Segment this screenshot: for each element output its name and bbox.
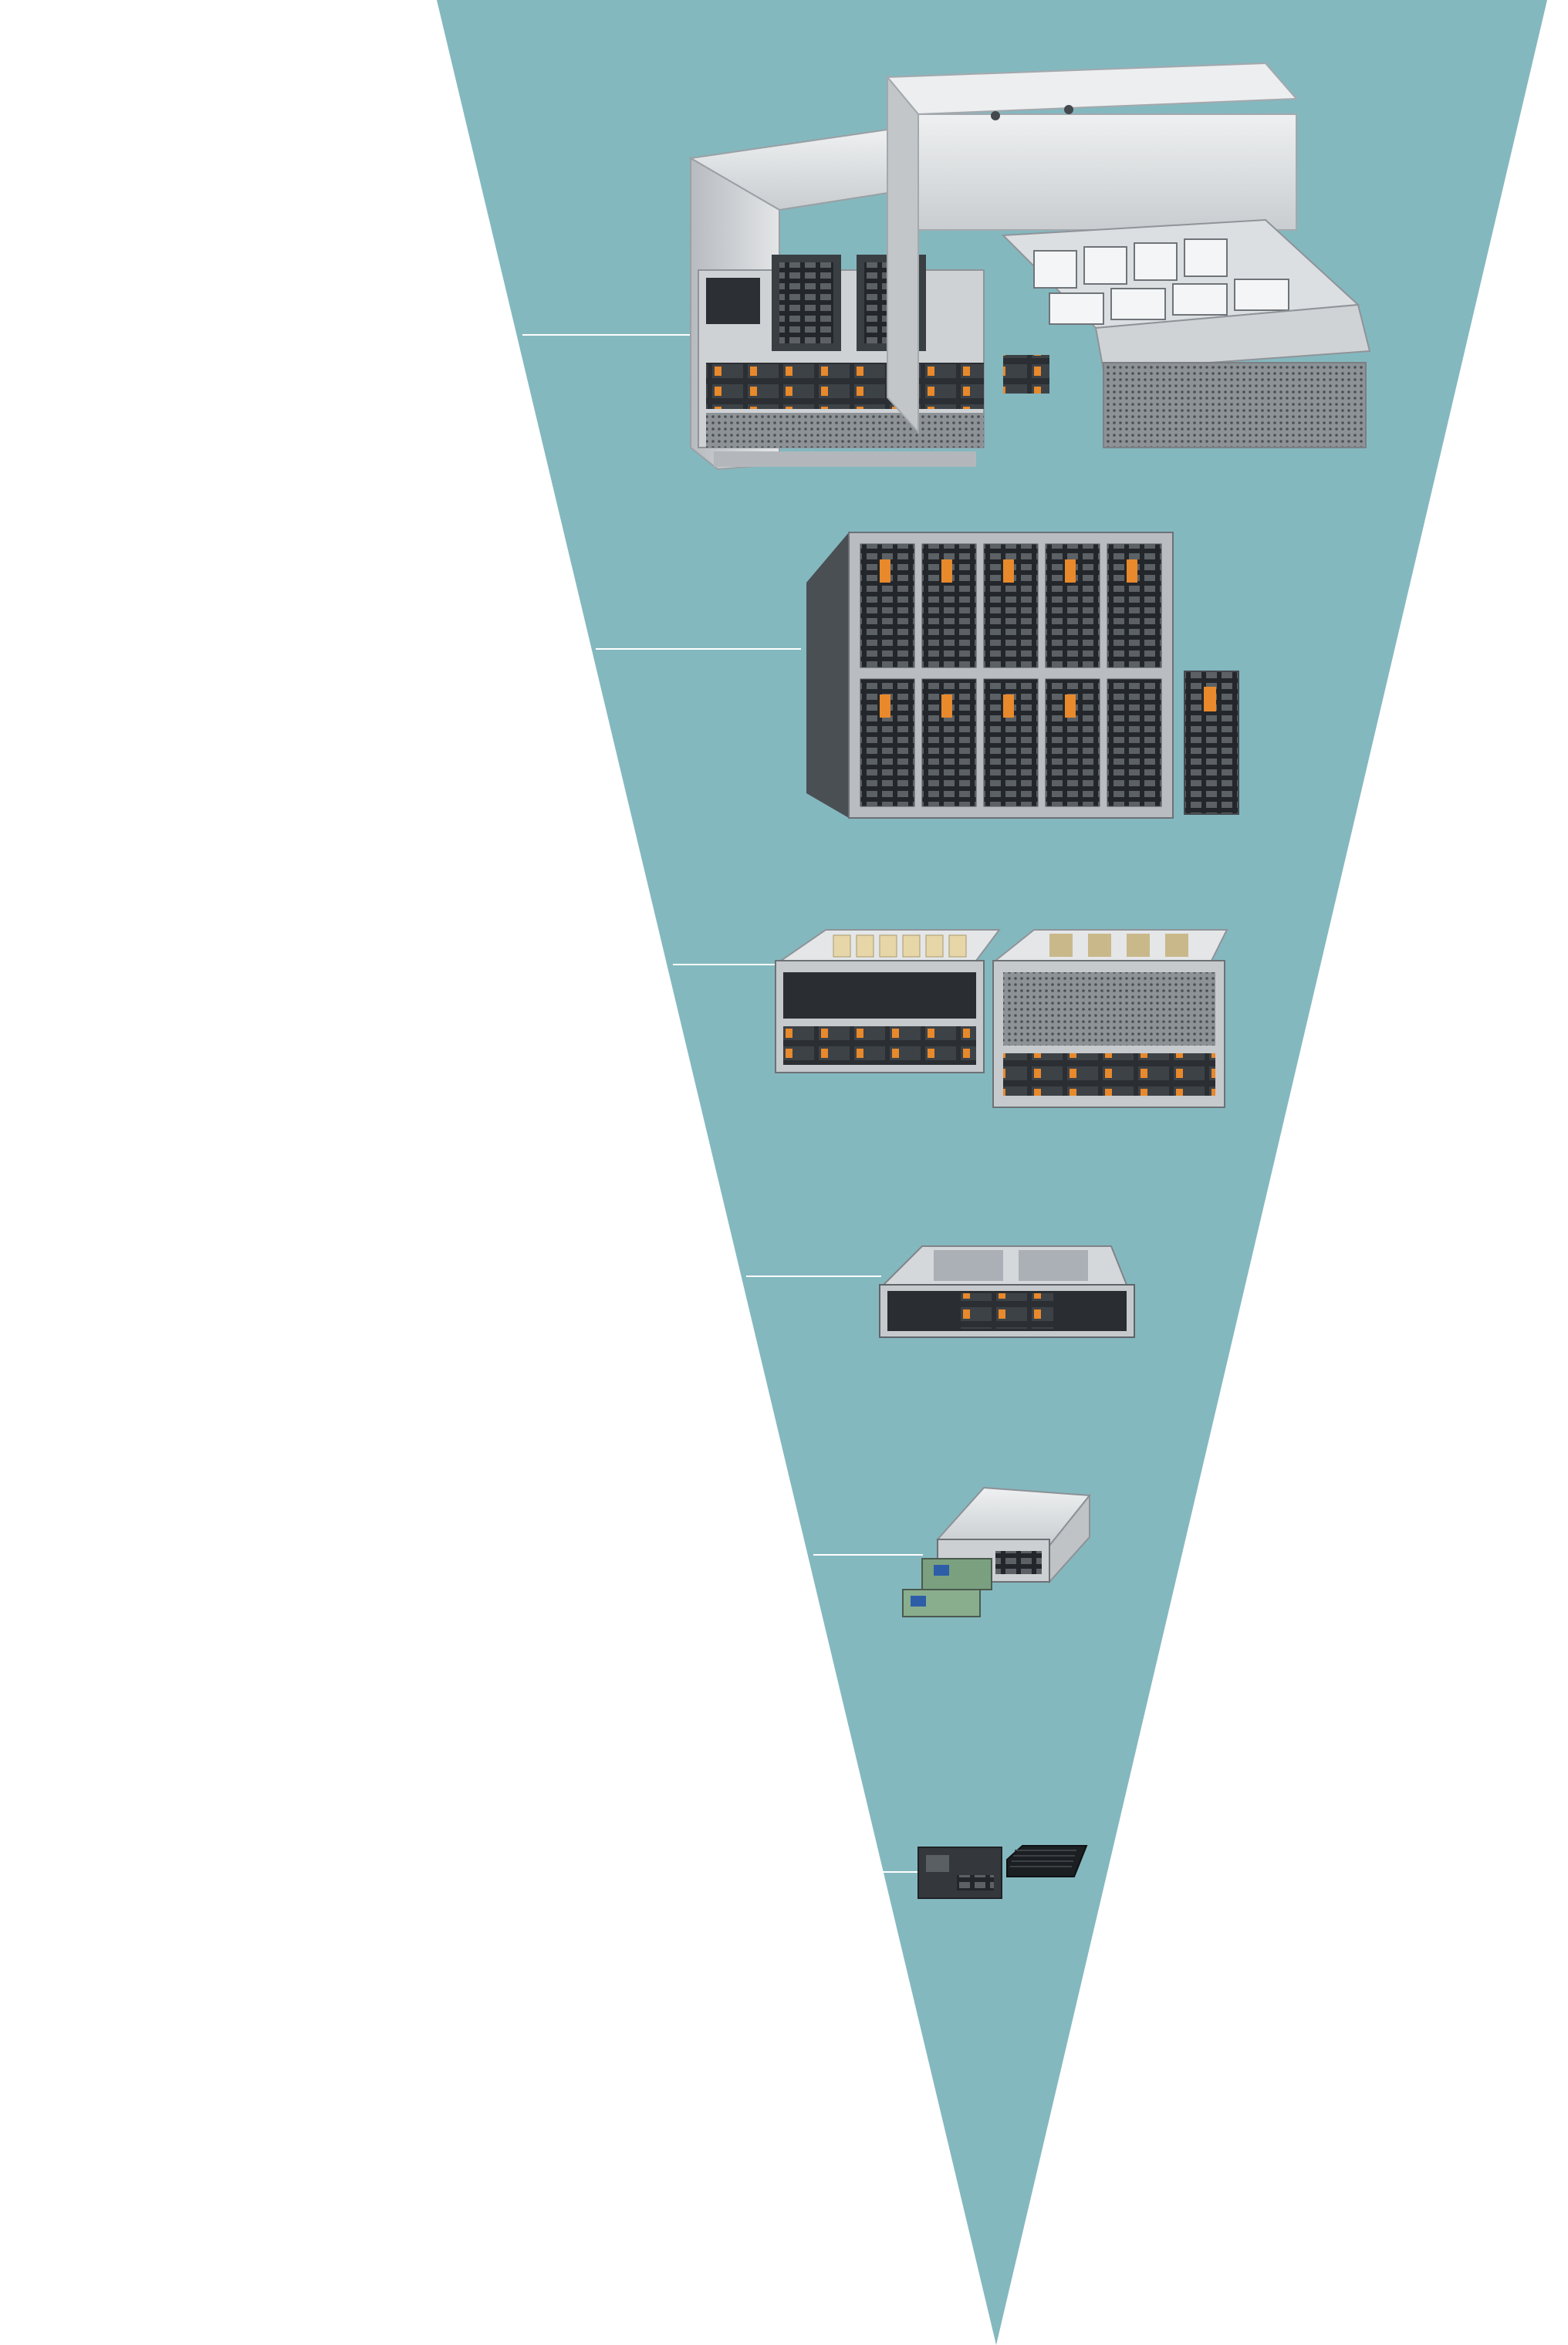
2u-gpu-server-icon	[879, 1245, 1135, 1338]
blade-server-enclosure-icon	[806, 532, 1239, 819]
multi-node-server-icon	[902, 1486, 1091, 1617]
leader-lines	[522, 334, 923, 1873]
rack-scale-gpu-servers-icon	[688, 62, 1371, 471]
funnel-shape	[437, 0, 1547, 2345]
edge-systems-icon	[917, 1845, 1088, 1899]
4u-gpu-servers-icon	[775, 929, 1228, 1108]
